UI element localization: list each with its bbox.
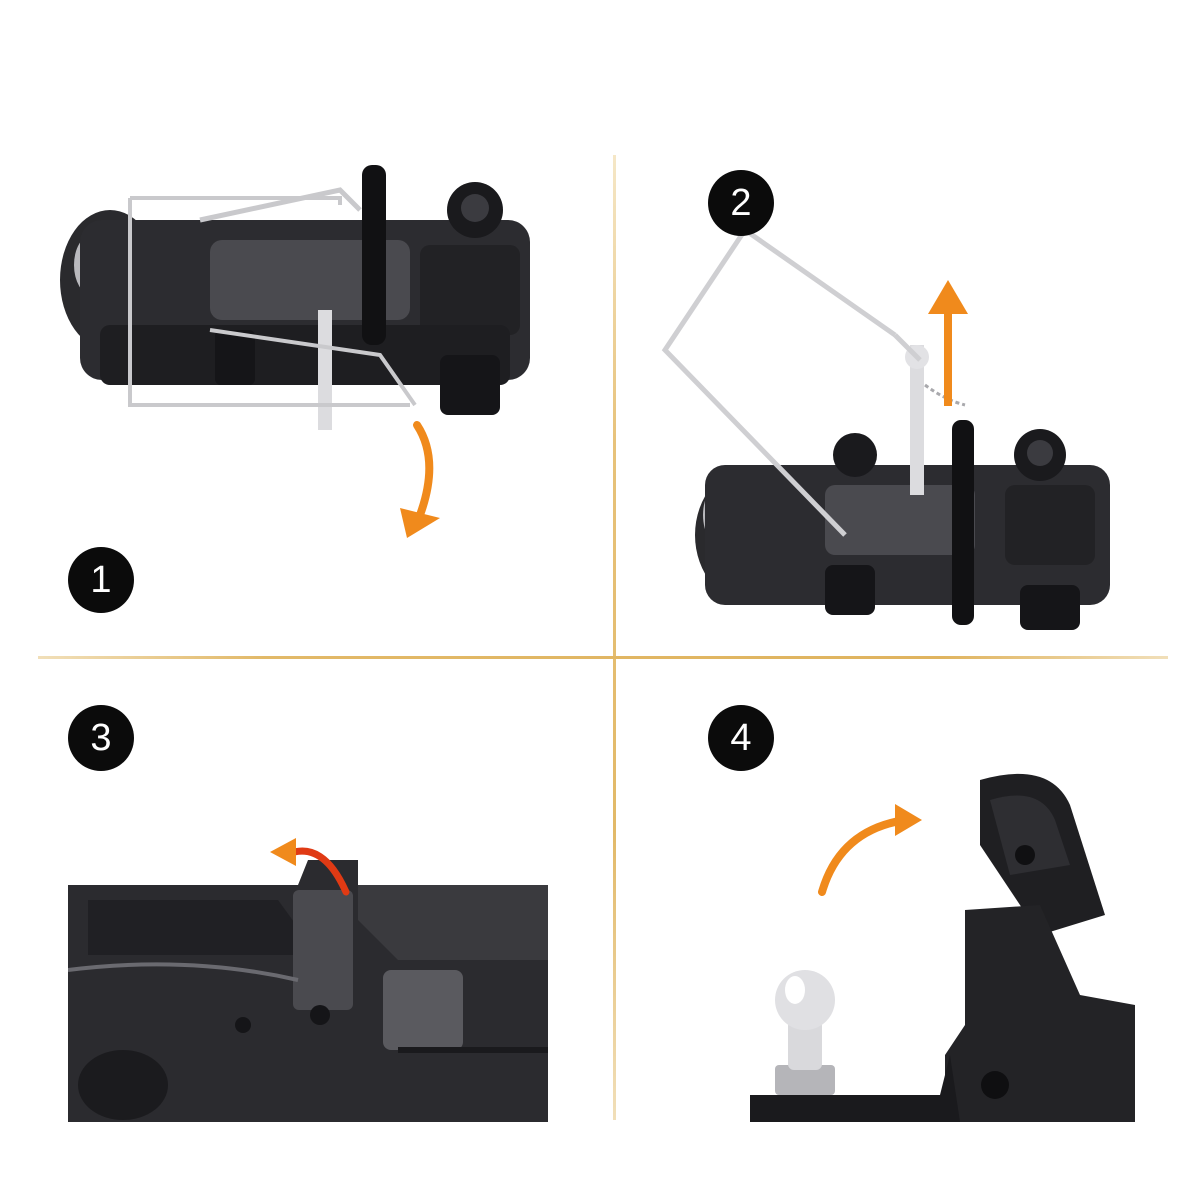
step-2-badge: 2 — [708, 170, 774, 236]
step-4-photo — [750, 765, 1135, 1122]
curved-arrow-icon — [818, 804, 922, 896]
step-1-photo — [40, 150, 560, 480]
step-1-badge: 1 — [68, 547, 134, 613]
step-4-badge: 4 — [708, 705, 774, 771]
down-curved-arrow-icon — [400, 421, 440, 538]
up-curved-arrow-icon — [270, 838, 350, 896]
vertical-divider — [613, 155, 616, 1120]
step-3-badge: 3 — [68, 705, 134, 771]
up-arrow-icon — [928, 280, 968, 406]
horizontal-divider — [38, 656, 1168, 659]
step-2-photo — [655, 215, 1125, 645]
step-3-photo — [68, 860, 548, 1122]
